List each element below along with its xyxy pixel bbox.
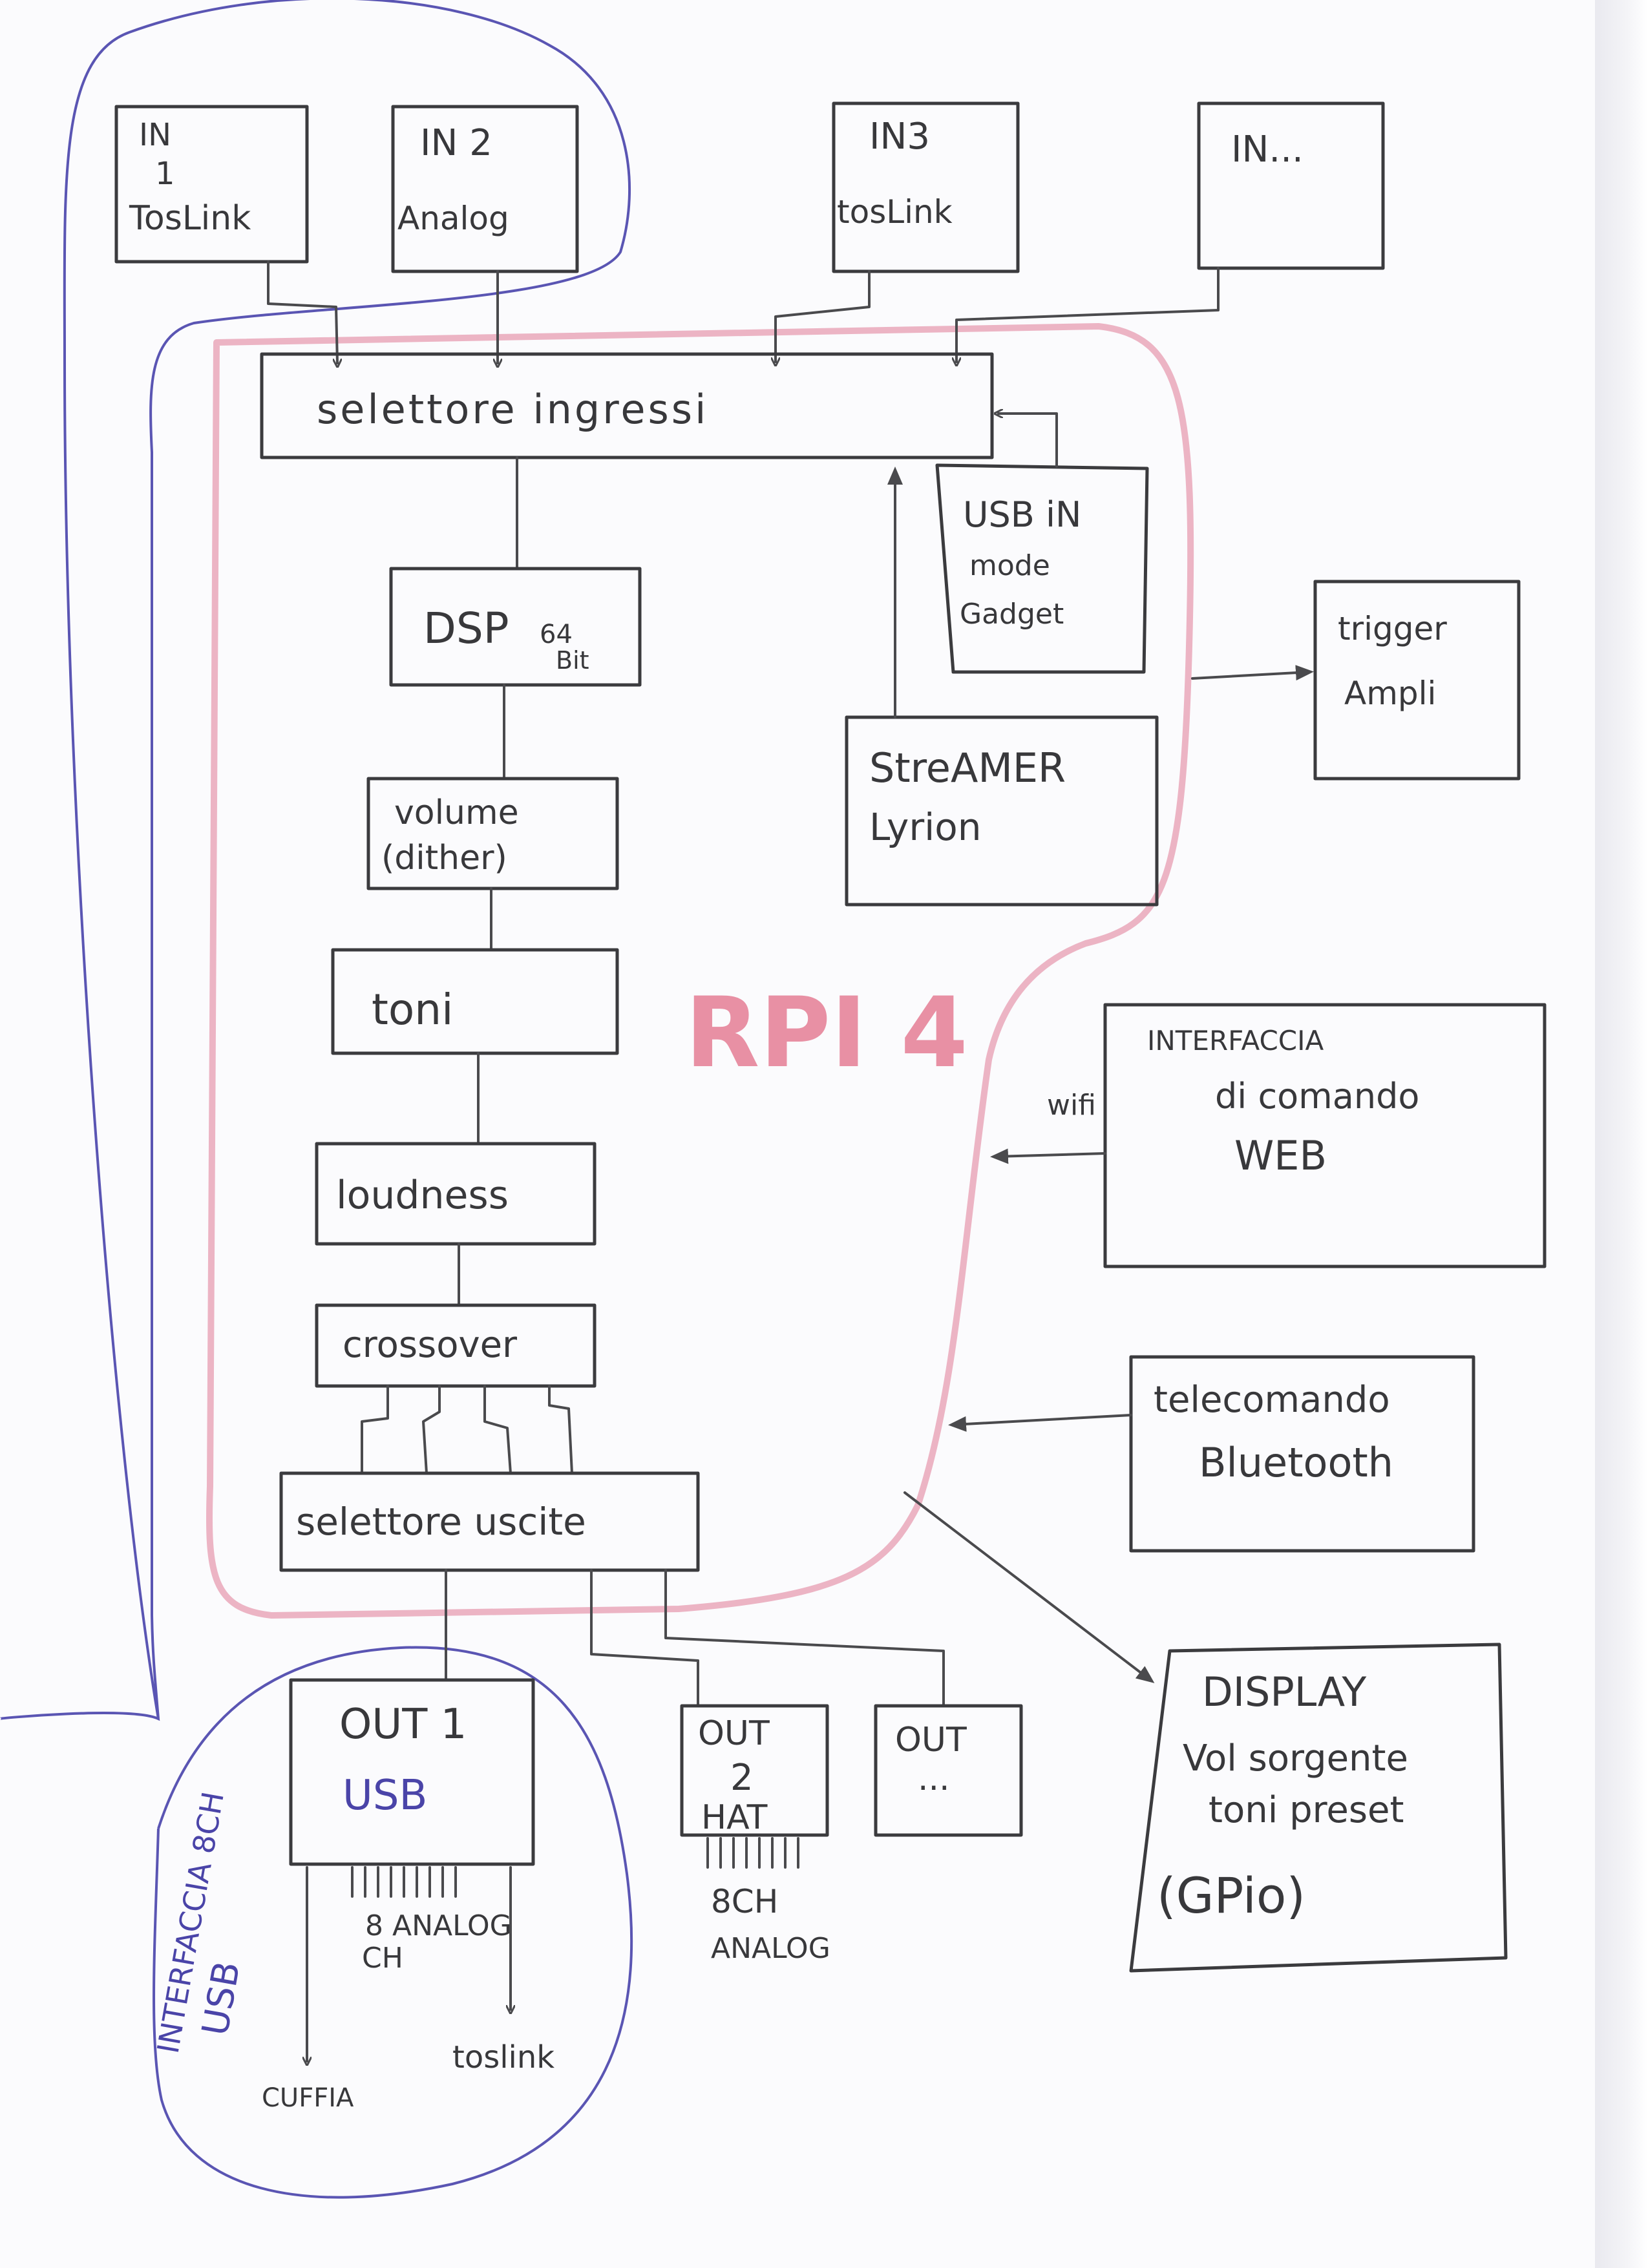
wire-out2 (590, 1569, 699, 1707)
dsp-box: DSP 64 Bit (389, 567, 642, 687)
output-2-label-a: OUT (698, 1714, 770, 1753)
input-1-label-b: 1 (155, 156, 175, 192)
input-selector-box: selettore ingressi (260, 352, 994, 459)
web-label-c: WEB (1234, 1132, 1327, 1179)
usb-interface-label: INTERFACCIA 8CH USB (151, 1789, 249, 2056)
trigger-box: trigger Ampli (1313, 580, 1521, 781)
usb-in-box: USB iN mode Gadget (935, 463, 1149, 674)
dsp-label-a: DSP (423, 604, 509, 653)
output-more-box: OUT ... (874, 1704, 1023, 1837)
web-interface-box: INTERFACCIA di comando WEB (1103, 1003, 1547, 1268)
output-1-channel-ticks (351, 1866, 457, 1898)
output-more-label-b: ... (918, 1759, 950, 1798)
display-label-a: DISPLAY (1202, 1668, 1366, 1716)
output-1-toslink-label: toslink (452, 2039, 555, 2075)
remote-label-a: telecomando (1154, 1379, 1390, 1421)
output-1-analog-label-a: 8 ANALOG (365, 1909, 512, 1942)
wire-out-more (664, 1569, 945, 1707)
output-selector-label: selettore uscite (296, 1500, 586, 1544)
output-1-box: OUT 1 USB (289, 1678, 535, 1866)
input-2-label-a: IN 2 (420, 122, 492, 164)
output-1-label-b: USB (343, 1772, 427, 1820)
input-3-box: IN3 tosLink (832, 101, 1020, 273)
wire-usb-in (998, 414, 1058, 468)
volume-box: volume (dither) (366, 777, 619, 890)
output-more-label-a: OUT (895, 1721, 967, 1759)
input-2-label-b: Analog (397, 200, 509, 237)
rpi4-label: RPI 4 (685, 977, 968, 1089)
remote-label-b: Bluetooth (1199, 1439, 1393, 1486)
wire-remote (948, 1414, 1132, 1432)
crossover-label: crossover (343, 1324, 518, 1366)
streamer-label-a: StreAMER (869, 744, 1066, 792)
crossover-box: crossover (315, 1303, 597, 1388)
paper-edge (1595, 0, 1648, 2268)
trigger-label-a: trigger (1338, 610, 1447, 647)
output-2-channel-ticks (706, 1837, 799, 1869)
streamer-box: StreAMER Lyrion (845, 715, 1159, 907)
output-1-analog-label-b: CH (362, 1942, 403, 1975)
input-1-box: IN 1 TosLink (114, 105, 309, 264)
output-1-label-a: OUT 1 (339, 1701, 467, 1748)
wire-web (990, 1148, 1106, 1164)
usb-in-label-b: mode (969, 549, 1050, 582)
trigger-label-b: Ampli (1344, 675, 1436, 712)
usb-interface-outline-lower (153, 1646, 633, 2199)
input-more-box: IN... (1197, 101, 1385, 270)
output-2-analog-label-a: 8CH (711, 1883, 778, 1920)
output-2-box: OUT 2 HAT (680, 1704, 829, 1837)
output-2-label-b: 2 (730, 1757, 754, 1799)
input-2-box: IN 2 Analog (391, 105, 579, 273)
wire-display (903, 1491, 1155, 1683)
loudness-box: loudness (315, 1142, 597, 1246)
usb-in-label-a: USB iN (963, 494, 1081, 535)
input-more-label: IN... (1231, 129, 1304, 171)
web-label-a: INTERFACCIA (1147, 1025, 1324, 1056)
usb-interface-label-b: USB (195, 1958, 249, 2039)
crossover-wires (361, 1385, 573, 1475)
input-1-label-c: TosLink (129, 199, 251, 238)
input-1-label-a: IN (139, 117, 171, 153)
output-2-label-c: HAT (701, 1798, 768, 1837)
toni-label: toni (372, 985, 453, 1034)
wire-trigger (1191, 665, 1314, 681)
input-selector-label: selettore ingressi (317, 386, 708, 433)
output-selector-box: selettore uscite (279, 1471, 700, 1572)
remote-box: telecomando Bluetooth (1129, 1355, 1475, 1553)
wire-in3 (776, 270, 871, 362)
input-3-label-a: IN3 (869, 116, 930, 158)
display-label-d: (GPio) (1157, 1867, 1305, 1924)
wire-in1 (267, 260, 337, 363)
loudness-label: loudness (336, 1173, 509, 1218)
output-2-analog-label-b: ANALOG (711, 1932, 830, 1965)
usb-in-label-c: Gadget (960, 598, 1064, 631)
streamer-label-b: Lyrion (869, 805, 982, 849)
toni-box: toni (331, 948, 619, 1055)
display-box: DISPLAY Vol sorgente toni preset (GPio) (1129, 1643, 1508, 1973)
wifi-label: wifi (1047, 1089, 1096, 1122)
usb-interface-outline (0, 0, 631, 1721)
web-label-b: di comando (1215, 1076, 1419, 1117)
volume-label-b: (dither) (381, 839, 507, 877)
wire-in-more (956, 267, 1220, 362)
input-3-label-b: tosLink (837, 193, 953, 231)
dsp-label-b: 64 (540, 620, 573, 649)
rpi4-outline (206, 323, 1194, 1619)
volume-label-a: volume (394, 793, 519, 832)
display-label-b: Vol sorgente (1183, 1738, 1408, 1780)
output-1-cuffia-label: CUFFIA (262, 2083, 354, 2113)
dsp-label-c: Bit (556, 646, 589, 675)
display-label-c: toni preset (1209, 1789, 1404, 1831)
